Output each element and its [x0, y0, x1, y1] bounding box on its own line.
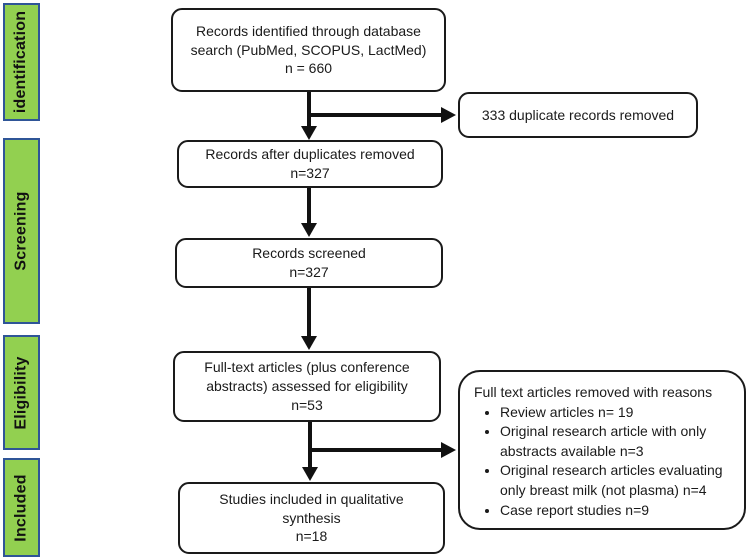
stage-label-eligibility-text: Eligibility [12, 355, 30, 430]
box-duplicates-removed: 333 duplicate records removed [458, 92, 698, 138]
arrow-to-removed-reasons [312, 442, 456, 458]
box-records-screened: Records screened n=327 [175, 238, 443, 288]
stage-label-identification-text: identification [12, 10, 30, 114]
stage-label-included-text: Included [12, 473, 30, 542]
removed-reason-item: Review articles n= 19 [500, 403, 736, 423]
removed-reason-item: Original research article with only abst… [500, 422, 736, 461]
removed-reason-item: Case report studies n=9 [500, 501, 736, 521]
arrow-after-duplicates-to-screened [301, 188, 317, 237]
removed-reason-item: Original research articles evaluating on… [500, 461, 736, 500]
stage-label-identification: identification [3, 3, 40, 121]
stage-label-included: Included [3, 458, 40, 557]
arrow-screened-to-fulltext [301, 288, 317, 350]
arrow-fulltext-to-included [302, 422, 318, 481]
arrow-identified-to-after-duplicates [301, 92, 317, 140]
box-fulltext-removed-reasons: Full text articles removed with reasons … [458, 370, 746, 530]
box-fulltext-assessed: Full-text articles (plus conference abst… [173, 351, 441, 422]
stage-label-eligibility: Eligibility [3, 335, 40, 450]
removed-reasons-title: Full text articles removed with reasons [474, 384, 713, 400]
stage-label-screening-text: Screening [12, 191, 30, 271]
arrow-to-duplicates-removed [311, 107, 456, 123]
box-records-after-duplicates: Records after duplicates removed n=327 [177, 140, 443, 188]
removed-reasons-list: Review articles n= 19Original research a… [472, 403, 736, 521]
box-studies-included: Studies included in qualitative synthesi… [178, 482, 445, 554]
box-records-identified: Records identified through database sear… [171, 8, 446, 92]
stage-label-screening: Screening [3, 138, 40, 324]
